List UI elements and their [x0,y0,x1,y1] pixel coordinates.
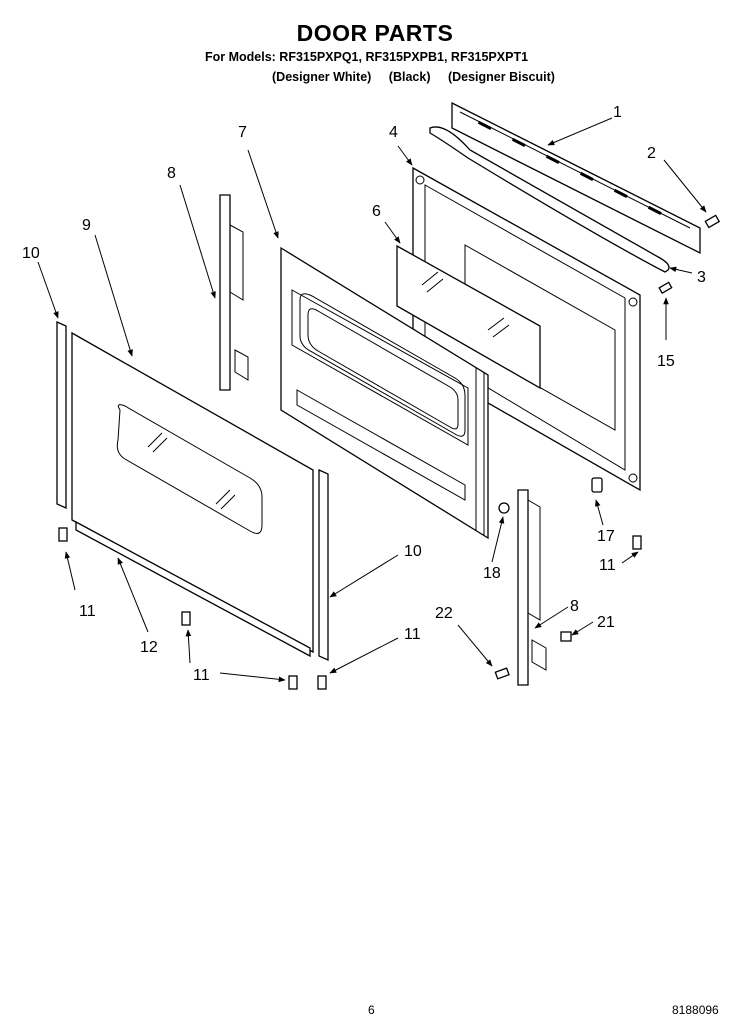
callout-8b: 8 [570,598,579,615]
callout-11c: 11 [79,603,96,620]
callout-12: 12 [140,639,158,656]
part-door-liner [280,246,489,540]
part-screw-22 [494,667,510,680]
part-bumper-18 [498,502,510,514]
part-hinge-right [517,489,547,686]
callout-7: 7 [238,124,247,141]
page-title: DOOR PARTS [296,20,454,46]
callout-8a: 8 [167,165,176,182]
part-side-trim-right [318,468,329,662]
part-hinge-left [219,194,249,391]
callout-9: 9 [82,217,91,234]
part-screws-11 [58,527,642,690]
part-outer-door-panel [71,331,314,654]
callout-22: 22 [435,605,453,622]
callout-15: 15 [657,353,675,370]
callout-21: 21 [597,614,615,631]
part-clip-21 [560,631,572,642]
callout-2: 2 [647,145,656,162]
part-side-trim-left [56,320,67,510]
callout-6: 6 [372,203,381,220]
callout-11d: 11 [193,667,210,684]
color-biscuit: (Designer Biscuit) [447,70,555,84]
color-variants: (Designer White) (Black) (Designer Biscu… [272,70,569,84]
callout-11b: 11 [404,626,421,643]
callout-17: 17 [597,528,615,545]
color-black: (Black) [388,70,431,84]
callout-11a: 11 [599,557,616,574]
document-number: 8188096 [672,1003,719,1017]
callout-10a: 10 [22,245,40,262]
part-trim-strip [429,126,670,273]
callout-1: 1 [613,104,622,121]
callout-3: 3 [697,269,706,286]
callout-4: 4 [389,124,398,141]
part-vent-trim [451,101,701,255]
part-screw-15 [658,281,673,294]
page-number: 6 [368,1003,375,1017]
models-line: For Models: RF315PXPQ1, RF315PXPB1, RF31… [205,50,529,64]
part-bottom-trim [75,520,311,658]
part-clip-17 [591,477,603,493]
part-screw-2 [704,214,721,229]
callout-10b: 10 [404,543,422,560]
callout-18: 18 [483,565,501,582]
leader-lines [37,117,707,683]
part-inner-glass [396,244,541,390]
color-white: (Designer White) [272,70,372,84]
